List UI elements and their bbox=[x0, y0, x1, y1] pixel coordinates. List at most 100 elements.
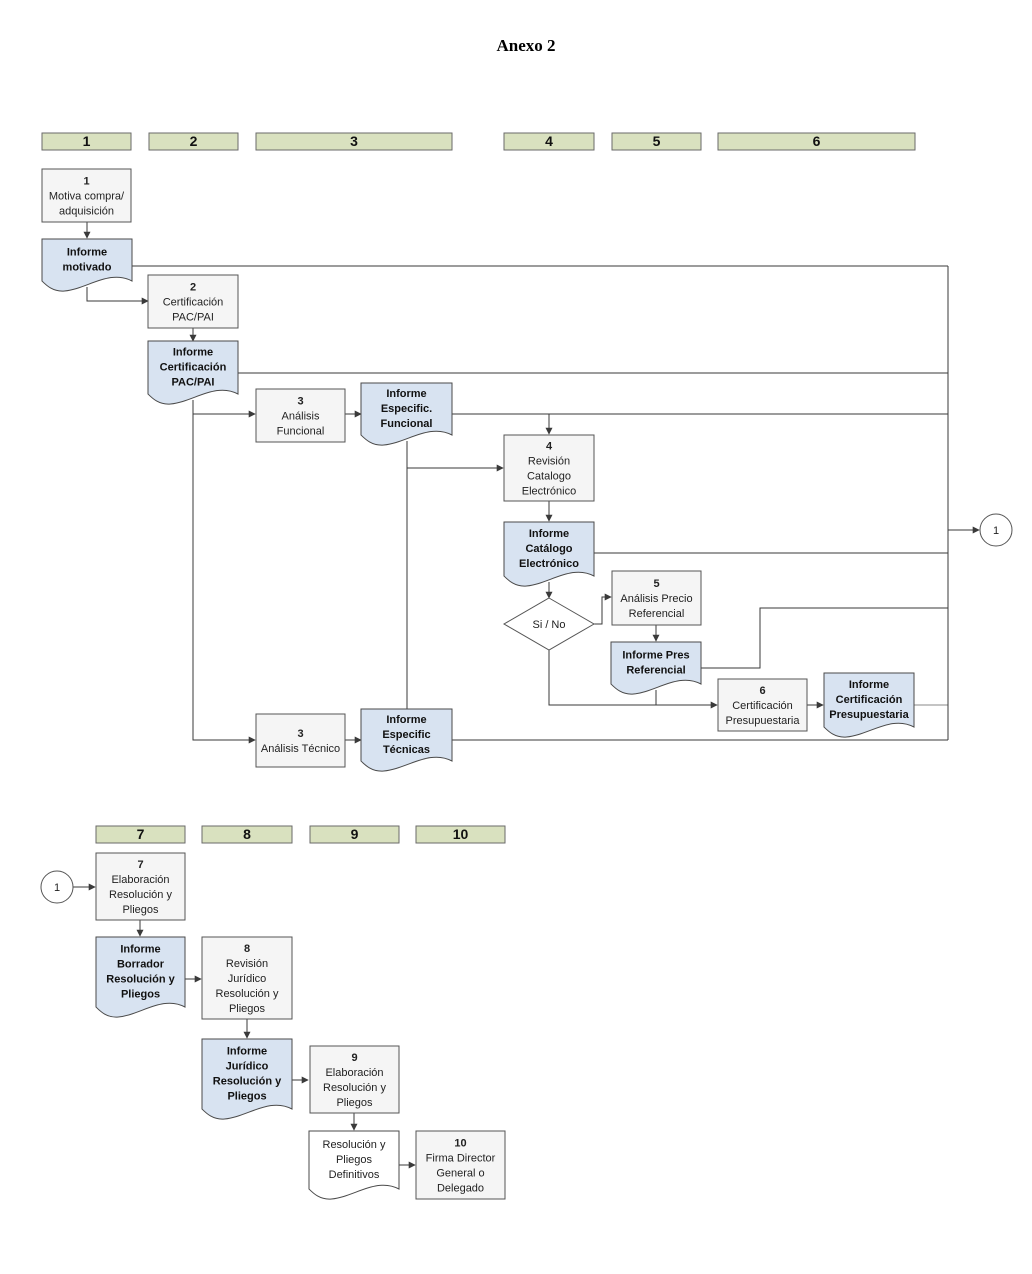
shape-text-line: Elaboración bbox=[325, 1067, 383, 1079]
shape-text-line: Revisión bbox=[528, 456, 570, 468]
shape-text-line: Certificación bbox=[160, 362, 227, 374]
shape-text-line: Certificación bbox=[732, 700, 793, 712]
step-number: 2 bbox=[190, 282, 196, 294]
step-number: 9 bbox=[351, 1052, 357, 1064]
shape-text-line: Pliegos bbox=[229, 1003, 266, 1015]
shape-text-line: Informe bbox=[173, 347, 213, 359]
lane-header-4: 4 bbox=[503, 132, 595, 151]
lane-header-3: 3 bbox=[255, 132, 453, 151]
lane-label: 5 bbox=[653, 133, 661, 149]
lane-header-5: 5 bbox=[611, 132, 702, 151]
shape-text-line: Resolución y bbox=[109, 889, 172, 901]
shape-text-line: Borrador bbox=[117, 959, 165, 971]
lane-label: 3 bbox=[350, 133, 358, 149]
shape-text-line: Delegado bbox=[437, 1183, 484, 1195]
shape-text-line: motivado bbox=[63, 262, 112, 274]
lane-label: 10 bbox=[453, 826, 469, 842]
lane-label: 9 bbox=[351, 826, 359, 842]
step-number: 6 bbox=[759, 685, 765, 697]
decision-si-no: Si / No bbox=[503, 597, 595, 651]
shape-text-line: Referencial bbox=[629, 608, 685, 620]
shape-text-line: General o bbox=[436, 1168, 484, 1180]
shape-text-line: Resolución y bbox=[323, 1082, 386, 1094]
shape-text-line: Definitivos bbox=[329, 1169, 380, 1181]
shape-text-line: Pliegos bbox=[122, 904, 159, 916]
lane-header-1: 1 bbox=[41, 132, 132, 151]
shape-text-line: Motiva compra/ bbox=[49, 191, 125, 203]
step-number: 7 bbox=[137, 859, 143, 871]
step-number: 5 bbox=[653, 578, 659, 590]
page-title: Anexo 2 bbox=[496, 36, 556, 55]
shape-text-line: Funcional bbox=[277, 426, 325, 438]
shape-text-line: Pliegos bbox=[336, 1154, 373, 1166]
shape-text-line: Certificación bbox=[836, 694, 903, 706]
lane-label: 7 bbox=[137, 826, 145, 842]
shape-text-line: Catalogo bbox=[527, 471, 571, 483]
connector-out: 1 bbox=[979, 513, 1013, 547]
shape-text-line: Pliegos bbox=[336, 1097, 373, 1109]
step-number: 3 bbox=[297, 728, 303, 740]
shape-text-line: PAC/PAI bbox=[172, 312, 214, 324]
shape-text-line: Pliegos bbox=[121, 989, 160, 1001]
shape-text-line: Revisión bbox=[226, 958, 268, 970]
shape-text-line: Presupuestaria bbox=[829, 709, 909, 721]
shape-text-line: Elaboración bbox=[111, 874, 169, 886]
shape-text-line: Pliegos bbox=[227, 1091, 266, 1103]
connector-label: 1 bbox=[993, 525, 999, 537]
lane-header-10: 10 bbox=[415, 825, 506, 844]
shape-text-line: Análisis Técnico bbox=[261, 743, 340, 755]
connector-in: 1 bbox=[40, 870, 74, 904]
shape-text-line: Referencial bbox=[626, 665, 685, 677]
shape-text-line: Catálogo bbox=[525, 543, 572, 555]
step-number: 4 bbox=[546, 441, 553, 453]
shape-text-line: adquisición bbox=[59, 206, 114, 218]
shape-text-line: Jurídico bbox=[228, 973, 267, 985]
step-number: 10 bbox=[454, 1138, 466, 1150]
step-number: 3 bbox=[297, 396, 303, 408]
lane-header-6: 6 bbox=[717, 132, 916, 151]
lane-label: 8 bbox=[243, 826, 251, 842]
lane-header-8: 8 bbox=[201, 825, 293, 844]
shape-text-line: Electrónico bbox=[522, 486, 576, 498]
shape-text-line: Informe bbox=[529, 528, 569, 540]
shape-text-line: Especific. bbox=[381, 403, 432, 415]
lane-label: 6 bbox=[813, 133, 821, 149]
lane-label: 2 bbox=[190, 133, 198, 149]
shape-text-line: PAC/PAI bbox=[172, 377, 215, 389]
shape-text-line: Resolución y bbox=[216, 988, 279, 1000]
lane-label: 1 bbox=[83, 133, 91, 149]
shape-text-line: Certificación bbox=[163, 297, 224, 309]
shape-text-line: Informe bbox=[849, 679, 889, 691]
shape-text-line: Especific bbox=[382, 729, 430, 741]
lane-header-7: 7 bbox=[95, 825, 186, 844]
shape-text-line: Informe bbox=[386, 388, 426, 400]
shape-text-line: Informe bbox=[120, 944, 160, 956]
shape-text-line: Informe bbox=[386, 714, 426, 726]
shape-text-line: Electrónico bbox=[519, 558, 579, 570]
lane-header-9: 9 bbox=[309, 825, 400, 844]
shape-text-line: Presupuestaria bbox=[726, 715, 801, 727]
step-number: 1 bbox=[83, 176, 89, 188]
lane-label: 4 bbox=[545, 133, 553, 149]
shape-text-line: Informe bbox=[227, 1046, 267, 1058]
shape-text-line: Resolución y bbox=[213, 1076, 282, 1088]
